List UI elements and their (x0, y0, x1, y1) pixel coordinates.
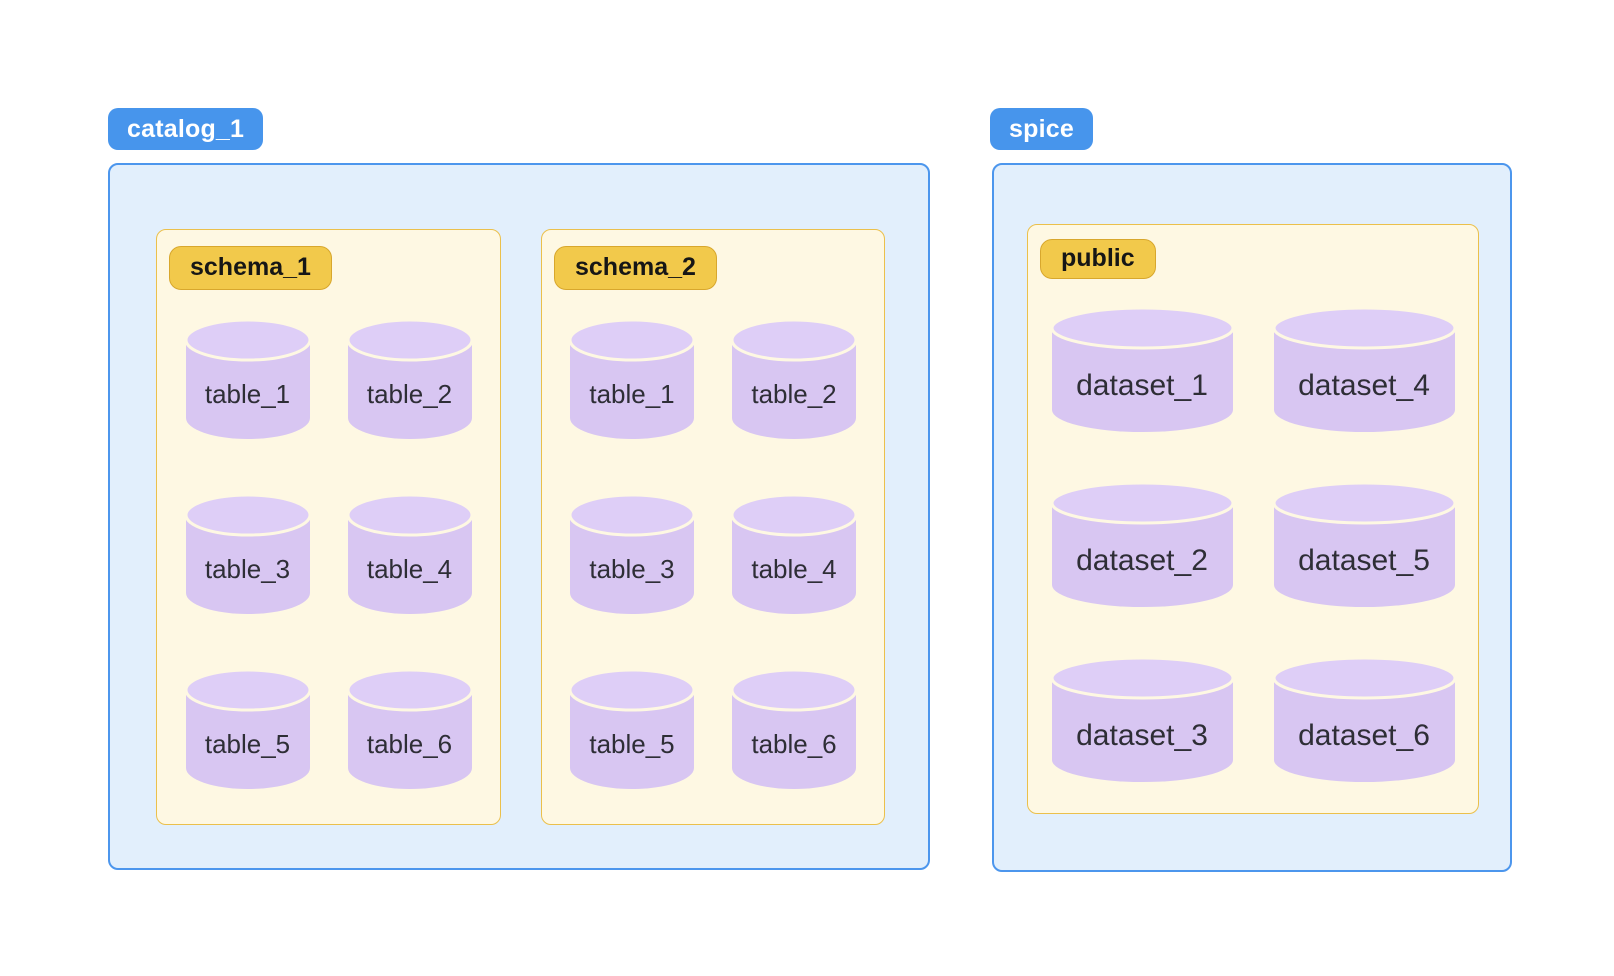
dataset-node: dataset_2 (1050, 481, 1235, 611)
database-cylinder-icon (1272, 481, 1456, 607)
dataset-node: dataset_5 (1272, 481, 1457, 611)
table-node: table_2 (730, 318, 858, 444)
dataset-label: dataset_3 (1076, 719, 1208, 752)
table-node: table_6 (346, 668, 474, 794)
dataset-label: dataset_6 (1298, 719, 1430, 752)
table-node: table_5 (184, 668, 312, 794)
database-cylinder-icon (1050, 306, 1234, 432)
database-cylinder-icon (730, 318, 858, 439)
schema-panel: public dataset_1 dataset_4 (1027, 224, 1479, 814)
spice-badge: spice (990, 108, 1093, 150)
table-node: table_2 (346, 318, 474, 444)
database-cylinder-icon (184, 668, 311, 789)
database-cylinder-icon (568, 493, 696, 614)
table-node: table_1 (184, 318, 312, 444)
database-cylinder-icon (184, 318, 311, 439)
schema-panel: schema_2 table_1 table_2 (541, 229, 885, 825)
table-label: table_1 (204, 378, 291, 409)
table-label: table_5 (204, 728, 291, 759)
schema-badge: schema_2 (554, 246, 717, 290)
schema-badge: schema_1 (169, 246, 332, 290)
dataset-node: dataset_4 (1272, 306, 1457, 436)
database-cylinder-icon (346, 493, 473, 614)
table-label: table_2 (366, 378, 453, 409)
database-cylinder-icon (568, 668, 696, 789)
table-node: table_5 (568, 668, 696, 794)
database-cylinder-icon (1050, 481, 1234, 607)
table-label: table_3 (204, 553, 291, 584)
catalog-badge: catalog_1 (108, 108, 264, 150)
dataset-label: dataset_2 (1076, 544, 1208, 577)
schema-badge: public (1040, 239, 1156, 279)
schema-panel: schema_1 table_1 table_2 (156, 229, 501, 825)
table-label: table_2 (751, 378, 837, 409)
table-grid: table_1 table_2 table_3 (542, 318, 884, 794)
table-label: table_4 (366, 553, 453, 584)
table-node: table_1 (568, 318, 696, 444)
database-cylinder-icon (568, 318, 696, 439)
dataset-node: dataset_3 (1050, 656, 1235, 786)
table-node: table_4 (730, 493, 858, 619)
dataset-node: dataset_1 (1050, 306, 1235, 436)
dataset-label: dataset_5 (1298, 544, 1430, 577)
database-cylinder-icon (1050, 656, 1234, 782)
database-cylinder-icon (1272, 656, 1456, 782)
dataset-label: dataset_4 (1298, 369, 1430, 402)
table-label: table_4 (751, 553, 837, 584)
database-cylinder-icon (730, 493, 858, 614)
table-grid: table_1 table_2 table_3 (157, 318, 500, 794)
database-cylinder-icon (346, 318, 473, 439)
table-label: table_5 (589, 728, 675, 759)
database-cylinder-icon (184, 493, 311, 614)
table-label: table_6 (366, 728, 453, 759)
database-cylinder-icon (730, 668, 858, 789)
database-cylinder-icon (1272, 306, 1456, 432)
database-cylinder-icon (346, 668, 473, 789)
dataset-node: dataset_6 (1272, 656, 1457, 786)
dataset-label: dataset_1 (1076, 369, 1208, 402)
table-label: table_6 (751, 728, 837, 759)
catalog-container: schema_1 table_1 table_2 (108, 163, 930, 870)
table-node: table_3 (568, 493, 696, 619)
table-node: table_3 (184, 493, 312, 619)
dataset-grid: dataset_1 dataset_4 dataset_2 (1028, 306, 1478, 786)
table-label: table_3 (589, 553, 675, 584)
table-node: table_4 (346, 493, 474, 619)
spice-container: public dataset_1 dataset_4 (992, 163, 1512, 872)
table-node: table_6 (730, 668, 858, 794)
table-label: table_1 (589, 378, 675, 409)
